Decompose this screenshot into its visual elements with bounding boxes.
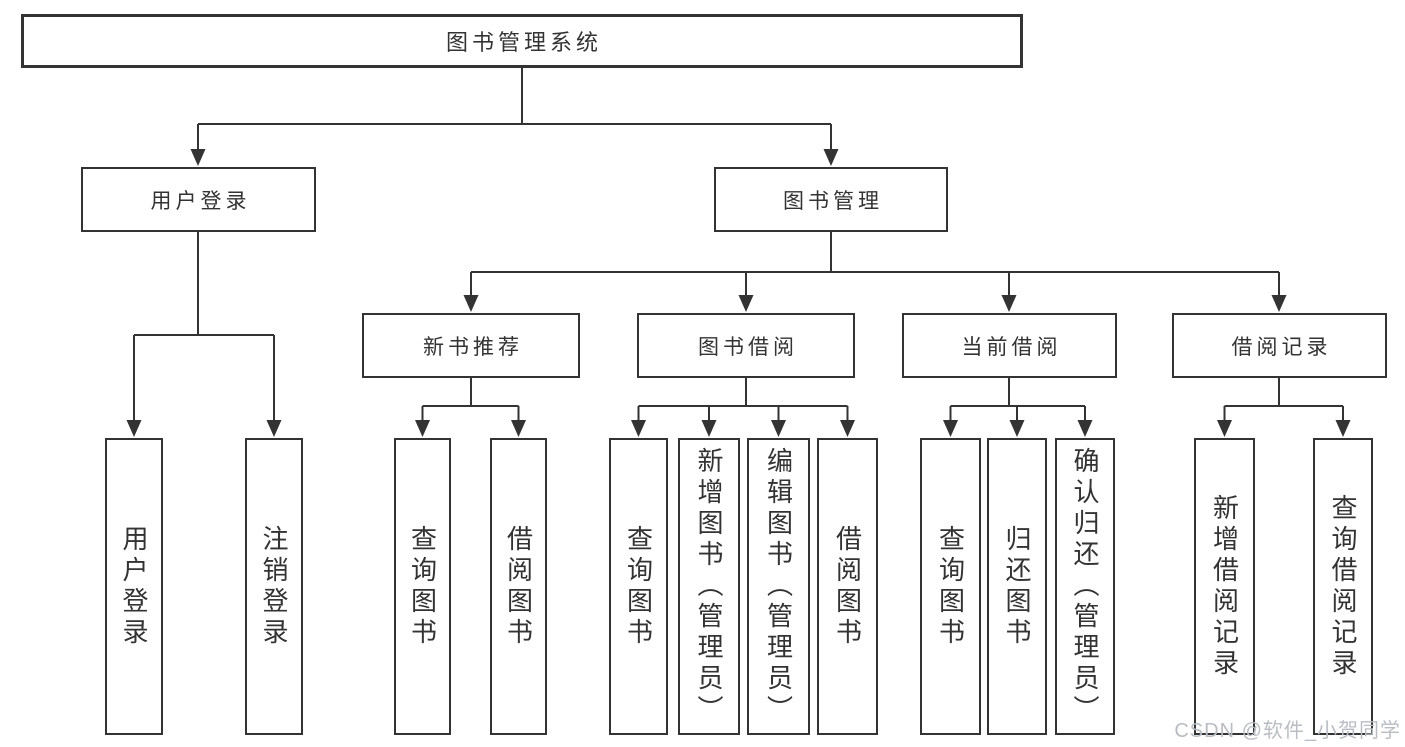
node-leaf-query-books-current: 查询图书 [920, 438, 981, 735]
node-leaf-add-borrow-record: 新增借阅记录 [1194, 438, 1255, 735]
node-new-book-recommend: 新书推荐 [362, 313, 580, 378]
node-book-borrow: 图书借阅 [637, 313, 855, 378]
node-leaf-add-books-admin-label: 新增图书（管理员） [694, 447, 724, 726]
node-book-management-label: 图书管理 [783, 189, 883, 213]
node-leaf-query-books-recommend-label: 查询图书 [407, 524, 438, 649]
node-leaf-logout: 注销登录 [245, 438, 303, 735]
node-leaf-edit-books-admin: 编辑图书（管理员） [747, 438, 810, 735]
node-user-login-label: 用户登录 [150, 189, 251, 213]
node-leaf-query-books-borrow-label: 查询图书 [623, 524, 654, 649]
node-leaf-return-books: 归还图书 [987, 438, 1047, 735]
edges-book-management-group [463, 232, 1287, 312]
node-leaf-borrow-books: 借阅图书 [817, 438, 878, 735]
node-leaf-borrow-books-label: 借阅图书 [832, 524, 863, 649]
node-borrow-records-label: 借阅记录 [1231, 335, 1332, 359]
node-leaf-query-books-borrow: 查询图书 [609, 438, 668, 735]
node-root-system-label: 图书管理系统 [445, 30, 602, 55]
node-leaf-confirm-return-admin-label: 确认归还（管理员） [1070, 447, 1100, 726]
node-leaf-user-login-label: 用户登录 [119, 524, 149, 649]
node-leaf-query-books-current-label: 查询图书 [935, 524, 966, 649]
node-user-login: 用户登录 [81, 167, 316, 232]
node-borrow-records: 借阅记录 [1172, 313, 1387, 378]
node-leaf-add-borrow-record-label: 新增借阅记录 [1209, 493, 1240, 680]
node-current-borrow-label: 当前借阅 [961, 335, 1062, 359]
node-leaf-return-books-label: 归还图书 [1002, 524, 1032, 649]
node-leaf-query-borrow-record-label: 查询借阅记录 [1328, 493, 1358, 680]
edges-borrow-records-group [1217, 378, 1351, 437]
node-leaf-query-borrow-record: 查询借阅记录 [1313, 438, 1373, 735]
csdn-watermark: CSDN @软件_小贺同学 [1174, 720, 1401, 742]
node-book-management: 图书管理 [714, 167, 948, 232]
node-leaf-confirm-return-admin: 确认归还（管理员） [1055, 438, 1115, 735]
node-current-borrow: 当前借阅 [902, 313, 1117, 378]
node-root-system: 图书管理系统 [21, 14, 1023, 68]
edges-new-book-recommend-group [415, 378, 526, 437]
node-new-book-recommend-label: 新书推荐 [423, 335, 523, 359]
edges-current-borrow-group [943, 378, 1093, 437]
node-leaf-user-login: 用户登录 [105, 438, 163, 735]
node-book-borrow-label: 图书借阅 [698, 335, 798, 359]
edges-root [190, 68, 839, 166]
edges-book-borrow-group [631, 378, 855, 437]
node-leaf-borrow-books-recommend-label: 借阅图书 [503, 524, 534, 649]
node-leaf-logout-label: 注销登录 [259, 524, 289, 649]
edges-user-login-group [126, 232, 282, 437]
node-leaf-edit-books-admin-label: 编辑图书（管理员） [763, 447, 794, 726]
node-leaf-query-books-recommend: 查询图书 [394, 438, 451, 735]
node-leaf-add-books-admin: 新增图书（管理员） [678, 438, 740, 735]
node-leaf-borrow-books-recommend: 借阅图书 [490, 438, 547, 735]
